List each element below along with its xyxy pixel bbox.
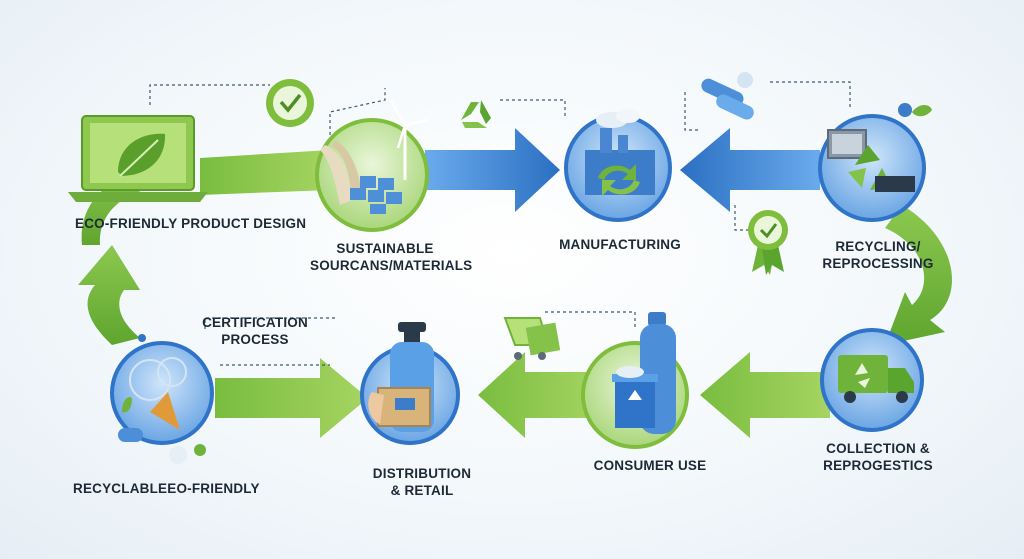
- stage-label-manufacturing: MANUFACTURING: [559, 237, 681, 252]
- stage-label-recycling: RECYCLING/ REPROCESSING: [822, 239, 934, 271]
- stage-label-certification: CERTIFICATION PROCESS: [202, 315, 308, 347]
- recycling-bin-bottle-icon: [581, 312, 689, 449]
- arrow-design-to-sourcing: [200, 150, 330, 195]
- stage-label-consumer: CONSUMER USE: [593, 458, 707, 473]
- certification-badge-icon: [266, 79, 314, 127]
- stage-label-collection: COLLECTION & REPROGESTICS: [823, 441, 933, 473]
- bottle-package-icon: [360, 322, 460, 445]
- factory-icon: [564, 109, 672, 222]
- arrow-collection-to-consumer: [700, 352, 830, 438]
- shopping-cart-icon: [503, 317, 561, 360]
- laptop-leaf-icon: [68, 115, 208, 202]
- arrow-recycling-to-collection: [885, 205, 952, 345]
- dashed-connectors: [149, 81, 851, 366]
- pipes-icon: [701, 72, 754, 120]
- quality-badge-icon: [748, 210, 788, 275]
- recyclable-materials-icon: [110, 341, 214, 464]
- stage-label-sustainable: SUSTAINABLE SOURCANS/MATERIALS: [310, 241, 473, 273]
- stage-label-distribution: DISTRIBUTION & RETAIL: [372, 466, 472, 498]
- recycle-symbol-icon: [461, 100, 491, 128]
- materials-wind-turbine-icon: [315, 99, 429, 232]
- recycling-truck-icon: [820, 328, 924, 432]
- stage-label-eco-design: ECO-FRIENDLY PRODUCT DESIGN: [75, 216, 307, 231]
- arrow-consumer-to-distribution: [478, 352, 600, 438]
- arrow-sourcing-to-manufacturing: [425, 128, 560, 212]
- arrow-recycling-to-manufacturing: [680, 128, 820, 212]
- recycling-plant-icon: [818, 103, 932, 222]
- process-badge-icon: [138, 334, 146, 342]
- arrow-recyclable-to-distribution: [215, 358, 368, 438]
- stage-label-recyclable: RECYCLABLEEO-FRIENDLY: [73, 481, 260, 496]
- arrow-recyclable-to-design: [78, 245, 140, 345]
